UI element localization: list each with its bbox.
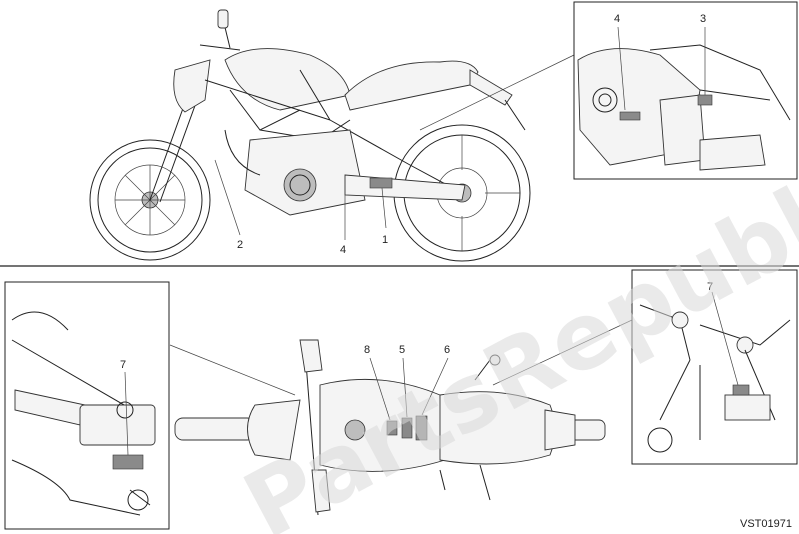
callout-2: 2 bbox=[237, 239, 243, 251]
callout-8: 8 bbox=[364, 344, 370, 356]
callout-4: 4 bbox=[340, 244, 346, 256]
right-detail-panel: 7 bbox=[631, 269, 798, 465]
left-detail-panel: 7 bbox=[4, 281, 170, 530]
drawing-code: VST01971 bbox=[740, 518, 792, 530]
top-view-motorcycle: 8 5 6 bbox=[169, 319, 633, 516]
callout-5: 5 bbox=[399, 344, 405, 356]
callout-left-7: 7 bbox=[120, 359, 126, 371]
callout-detail-3: 3 bbox=[700, 13, 706, 25]
callout-right-7: 7 bbox=[707, 281, 713, 293]
side-view-motorcycle: 2 4 1 bbox=[89, 9, 575, 262]
callout-detail-4: 4 bbox=[614, 13, 620, 25]
callout-6: 6 bbox=[444, 344, 450, 356]
rear-detail-panel: 4 3 bbox=[573, 1, 798, 180]
callout-1: 1 bbox=[382, 234, 388, 246]
